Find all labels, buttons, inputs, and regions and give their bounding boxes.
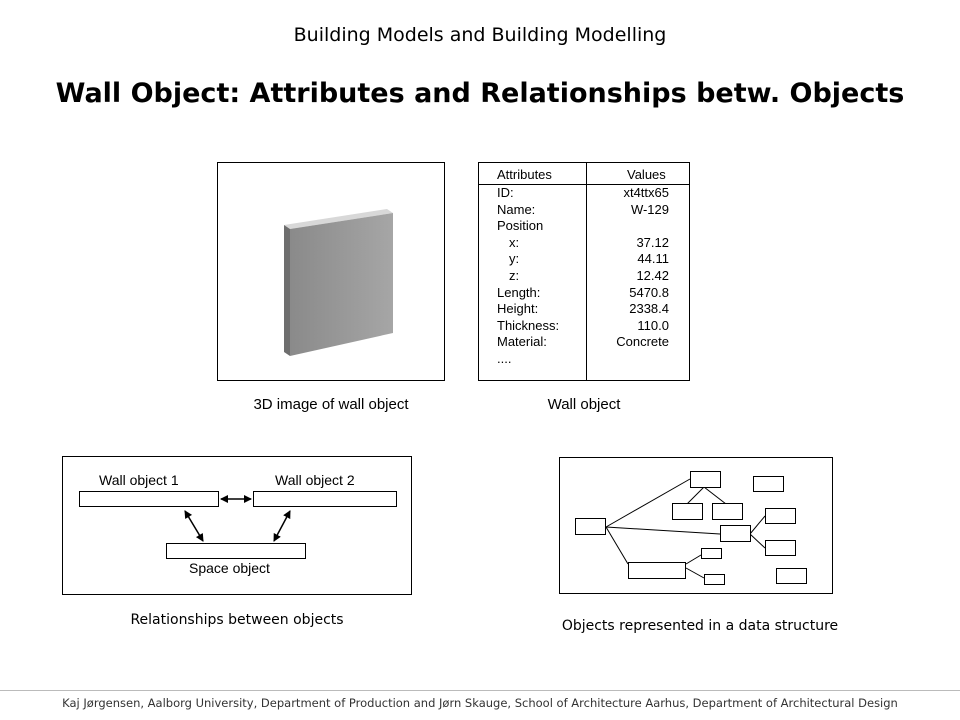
data-structure-links [605, 478, 766, 579]
table-column-divider [586, 163, 587, 380]
wall2-space-arrow [273, 510, 291, 542]
attribute-name: Length: [497, 284, 541, 300]
data-structure-caption: Objects represented in a data structure [561, 618, 839, 634]
footer-divider [0, 690, 960, 691]
data-node [765, 540, 796, 556]
attribute-name: Position [497, 218, 544, 234]
attribute-name: z: [509, 268, 520, 283]
wall-object-2-label: Wall object 2 [275, 472, 355, 488]
attribute-table-caption: Wall object [547, 396, 621, 413]
attribute-value: 37.12 [636, 234, 669, 250]
data-node [704, 574, 725, 585]
data-node [765, 508, 796, 524]
data-node [720, 525, 751, 542]
attribute-value: Concrete [616, 334, 669, 350]
image-caption: 3D image of wall object [253, 396, 409, 413]
space-object-label: Space object [189, 560, 270, 576]
data-node [753, 476, 784, 492]
attribute-value: xt4ttx65 [623, 185, 669, 200]
slide-title: Wall Object: Attributes and Relationship… [55, 78, 905, 109]
data-node [628, 562, 686, 579]
space-object-box [166, 543, 306, 559]
attribute-name: .... [497, 351, 512, 366]
data-node [690, 471, 721, 488]
attribute-value: 2338.4 [629, 301, 669, 317]
attribute-value: 110.0 [637, 317, 669, 333]
data-node [712, 503, 743, 520]
wall-object-1-box [79, 491, 219, 507]
wall-side-face [284, 225, 290, 356]
wall-object-1-label: Wall object 1 [99, 472, 179, 488]
slide-subtitle: Building Models and Building Modelling [293, 24, 667, 46]
wall-3d-illustration [284, 209, 393, 356]
wall-object-2-box [253, 491, 397, 507]
attribute-value: W-129 [630, 201, 669, 217]
attribute-name: y: [509, 251, 520, 267]
table-header-divider [479, 184, 689, 185]
attribute-value: 5470.8 [629, 284, 669, 300]
data-node [776, 568, 807, 584]
wall-3d-image-panel [217, 162, 445, 381]
attribute-name: x: [509, 234, 520, 250]
footer-credits: Kaj Jørgensen, Aalborg University, Depar… [62, 696, 898, 710]
attribute-name: Height: [497, 301, 539, 317]
data-node [575, 518, 606, 535]
attribute-name: Thickness: [497, 317, 560, 333]
relationships-caption: Relationships between objects [130, 612, 344, 628]
data-structure-diagram [559, 457, 833, 594]
wall1-space-arrow [184, 510, 204, 542]
attribute-name: ID: [497, 185, 514, 200]
attributes-header: Attributes [497, 167, 552, 182]
relationships-diagram: Wall object 1 Wall object 2 Space object [62, 456, 412, 595]
data-node [701, 548, 722, 559]
attribute-value: 12.42 [636, 268, 669, 283]
values-header: Values [627, 167, 666, 182]
relationship-arrows [184, 495, 291, 542]
attribute-name: Name: [497, 201, 536, 217]
data-node [672, 503, 703, 520]
attribute-name: Material: [497, 334, 547, 350]
attribute-value: 44.11 [637, 251, 669, 267]
wall-front-face [290, 213, 393, 356]
wall-top-face [284, 209, 393, 229]
